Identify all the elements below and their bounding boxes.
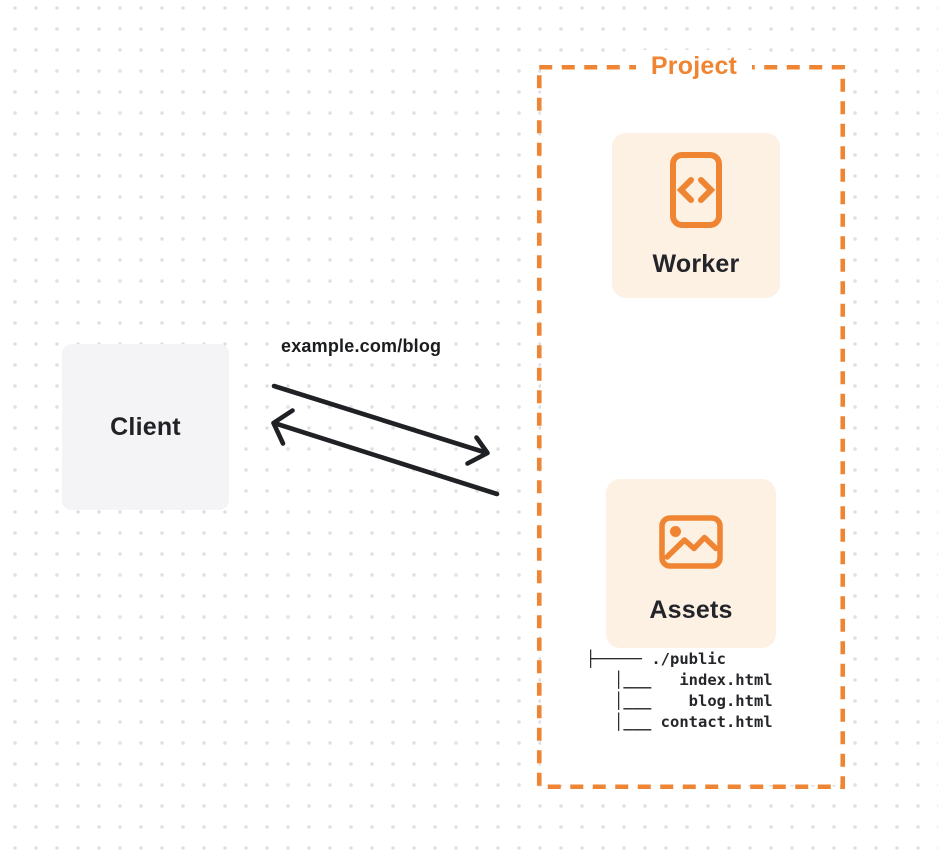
client-label: Client (110, 412, 181, 441)
assets-card: Assets (606, 479, 776, 648)
request-url-label: example.com/blog (281, 336, 442, 356)
response-arrow (271, 408, 500, 497)
project-dashed-border (536, 64, 846, 790)
client-box: Client (62, 344, 229, 510)
tree-line-index-html: │___ index.html (586, 671, 773, 689)
assets-file-tree: ├───── ./public │___ index.html │___ blo… (586, 649, 773, 733)
request-response-arrows (271, 383, 500, 497)
tree-line-public-dir: ├───── ./public (586, 650, 726, 668)
worker-label: Worker (652, 250, 740, 278)
worker-card: Worker (612, 133, 780, 298)
tree-line-blog-html: │___ blog.html (586, 692, 773, 710)
project-label: Project (636, 50, 752, 82)
code-file-icon (670, 152, 722, 228)
assets-label: Assets (649, 595, 733, 624)
image-icon (659, 514, 723, 569)
tree-line-contact-html: │___ contact.html (586, 713, 773, 731)
request-arrow (271, 383, 490, 466)
